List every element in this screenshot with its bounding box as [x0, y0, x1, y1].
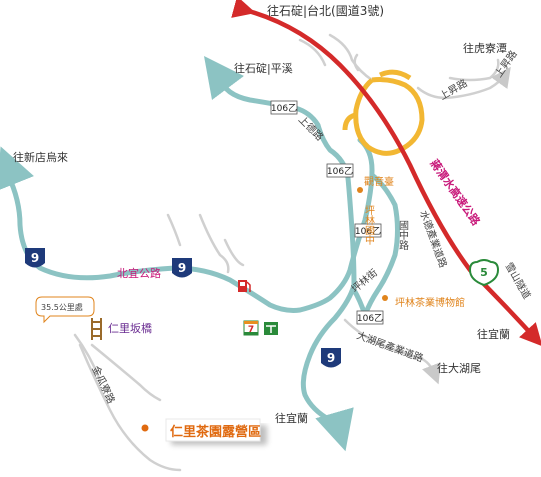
label-guozhong-road: 國中路: [397, 220, 409, 251]
route-106b-shield-4: 106乙: [357, 313, 383, 324]
label-to-shiding-pingxi: 往石碇|平溪: [234, 61, 293, 75]
convenience-store-icon: 7: [243, 320, 259, 336]
teal-roads: [0, 56, 400, 452]
poi-dots: [141, 187, 388, 432]
label-renli-bridge: 仁里坂橋: [108, 321, 152, 335]
route-9-shield-mid: 9: [178, 261, 186, 275]
svg-text:7: 7: [248, 325, 254, 335]
route-shield-icon: [25, 248, 45, 268]
label-to-xindian-wulai: 往新店烏來: [13, 150, 68, 164]
label-to-hushantan: 往虎寮潭: [463, 41, 507, 55]
route-9-shield-left: 9: [31, 251, 39, 265]
label-xueshan-tunnel: 雪山隧道: [502, 260, 533, 301]
route-9-shields: 9 9 9: [25, 248, 341, 368]
label-to-shiding-taipei: 往石碇|台北(國道3號): [267, 3, 384, 18]
campsite-label-box: [165, 418, 261, 442]
bridge-icon: [91, 318, 102, 340]
label-distance-marker: 35.5公里處: [41, 302, 83, 312]
post-office-icon: [264, 322, 278, 335]
label-to-yilan-right: 往宜蘭: [477, 327, 510, 341]
label-beiyi-highway: 北宜公路: [117, 266, 161, 280]
route-106b-shield-1: 106乙: [271, 103, 297, 114]
route-9-road: [5, 137, 375, 313]
route-9-shield-bottom: 9: [327, 351, 335, 365]
route-106b-shield-3: 106乙: [355, 226, 381, 237]
label-shangsheng-road-top: 上昇路: [437, 76, 469, 102]
highway-shield-icon: 5: [468, 259, 500, 287]
label-jinguaqiao-road: 金瓜寮路: [89, 364, 118, 406]
label-pinglin-junior-high: 坪林國中: [363, 204, 375, 246]
label-dahuwei-industrial-road: 大湖尾產業道路: [355, 329, 425, 365]
route-shield-icon: [270, 100, 298, 115]
gas-station-icon: [238, 280, 251, 292]
route-shields: 106乙 106乙 106乙 106乙: [270, 100, 384, 325]
label-shuide-industrial-road: 水德產業道路: [417, 209, 450, 270]
route-106b-shield-2: 106乙: [327, 166, 353, 177]
distance-callout: [35, 296, 95, 324]
label-guanyin-terrace: 觀音臺: [364, 175, 394, 188]
route-5-shield: 5: [480, 266, 488, 279]
label-to-yilan-bottom: 往宜蘭: [275, 411, 308, 425]
label-renli-tea-campsite: 仁里茶園露營區: [170, 424, 261, 440]
label-tea-museum: 坪林茶業博物館: [395, 296, 465, 309]
label-to-dahuwei: 往大湖尾: [437, 361, 481, 375]
national-freeway-5: [231, 0, 541, 347]
